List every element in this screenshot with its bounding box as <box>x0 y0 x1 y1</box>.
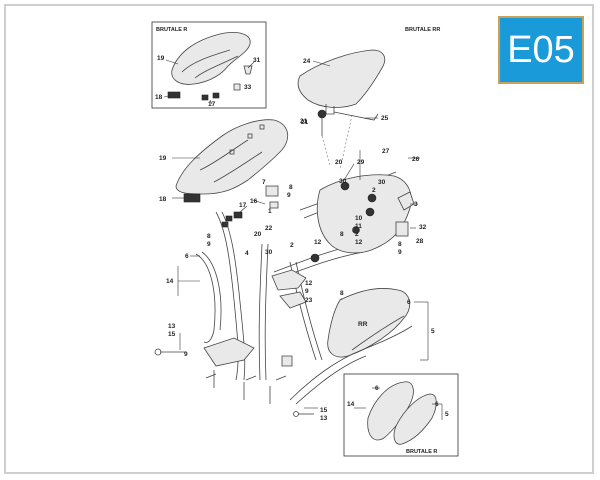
callout-24: 24 <box>303 58 311 65</box>
callout-17: 17 <box>239 202 247 209</box>
callout-5b: 5 <box>445 411 449 418</box>
fasteners-bottom <box>293 407 318 417</box>
inset-bottom-title: BRUTALE R <box>406 449 437 455</box>
callout-6c: 6 <box>375 385 379 392</box>
label-brutale-rr: BRUTALE RR <box>405 27 440 33</box>
callout-29: 29 <box>357 159 365 166</box>
callout-15b: 15 <box>320 407 328 414</box>
left-side-panel <box>177 251 222 343</box>
callout-25: 25 <box>381 115 389 122</box>
callout-6d: 6 <box>435 401 439 408</box>
callout-14b: 14 <box>347 401 355 408</box>
callout-20: 20 <box>335 159 343 166</box>
callout-18a: 18 <box>155 94 163 101</box>
callout-30c: 30 <box>265 249 273 256</box>
callout-1: 1 <box>268 208 272 215</box>
rear-subframe <box>203 171 401 404</box>
callout-12a: 12 <box>355 239 363 246</box>
callout-2b: 2 <box>355 231 359 238</box>
callout-13a: 13 <box>168 323 176 330</box>
callout-8d: 8 <box>207 233 211 240</box>
callout-3: 3 <box>414 201 418 208</box>
callout-31: 31 <box>253 57 261 64</box>
callout-12b: 12 <box>314 239 322 246</box>
callout-9c: 9 <box>207 241 211 248</box>
fasteners-left <box>154 333 186 356</box>
callout-9f: 9 <box>184 351 188 358</box>
callout-22: 22 <box>265 225 273 232</box>
callout-18: 18 <box>159 196 167 203</box>
rider-seat-19 <box>172 119 288 203</box>
callout-10: 10 <box>355 215 363 222</box>
callout-20b: 20 <box>254 231 262 238</box>
latch-hardware <box>221 185 279 228</box>
callout-32: 32 <box>419 224 427 231</box>
inset-brutale-r-top: BRUTALE R <box>151 21 267 109</box>
callout-28: 28 <box>416 238 424 245</box>
callout-9a: 9 <box>287 192 291 199</box>
callout-26: 26 <box>412 156 420 163</box>
callout-14a: 14 <box>166 278 174 285</box>
section-badge: E05 <box>498 16 584 84</box>
callout-7: 7 <box>262 179 266 186</box>
callout-33: 33 <box>244 84 252 91</box>
panel-logo: RR <box>358 321 368 328</box>
callout-11: 11 <box>355 223 362 230</box>
lock-assembly <box>310 150 420 263</box>
callout-19: 19 <box>159 155 167 162</box>
callout-21b: 21 <box>301 119 309 126</box>
callout-9b: 9 <box>398 249 402 256</box>
callout-4: 4 <box>245 250 249 257</box>
callout-30a: 30 <box>339 178 347 185</box>
callout-2c: 2 <box>290 242 294 249</box>
callout-8e: 8 <box>340 290 344 297</box>
callout-6a: 6 <box>185 253 189 260</box>
right-side-panel: RR <box>289 288 429 405</box>
callout-23: 23 <box>305 297 313 304</box>
callout-9d: 9 <box>305 288 309 295</box>
callout-27: 27 <box>382 148 390 155</box>
callout-30b: 30 <box>378 179 386 186</box>
callout-8c: 8 <box>398 241 402 248</box>
callout-21: 21 <box>300 118 308 125</box>
callout-16: 16 <box>250 198 258 205</box>
inset-title: BRUTALE R <box>156 27 187 33</box>
callout-6b: 6 <box>407 299 411 306</box>
callout-2a: 2 <box>372 187 376 194</box>
callout-13b: 13 <box>320 415 328 422</box>
callout-8b: 8 <box>340 231 344 238</box>
callout-8a: 8 <box>289 184 293 191</box>
seat-cowl-24 <box>297 49 386 121</box>
callout-19a: 19 <box>157 55 165 62</box>
callout-12c: 12 <box>305 280 313 287</box>
callout-17a: 17 <box>208 101 216 108</box>
callout-5a: 5 <box>431 328 435 335</box>
inset-brutale-r-bottom <box>343 373 459 457</box>
callout-15a: 15 <box>168 331 176 338</box>
